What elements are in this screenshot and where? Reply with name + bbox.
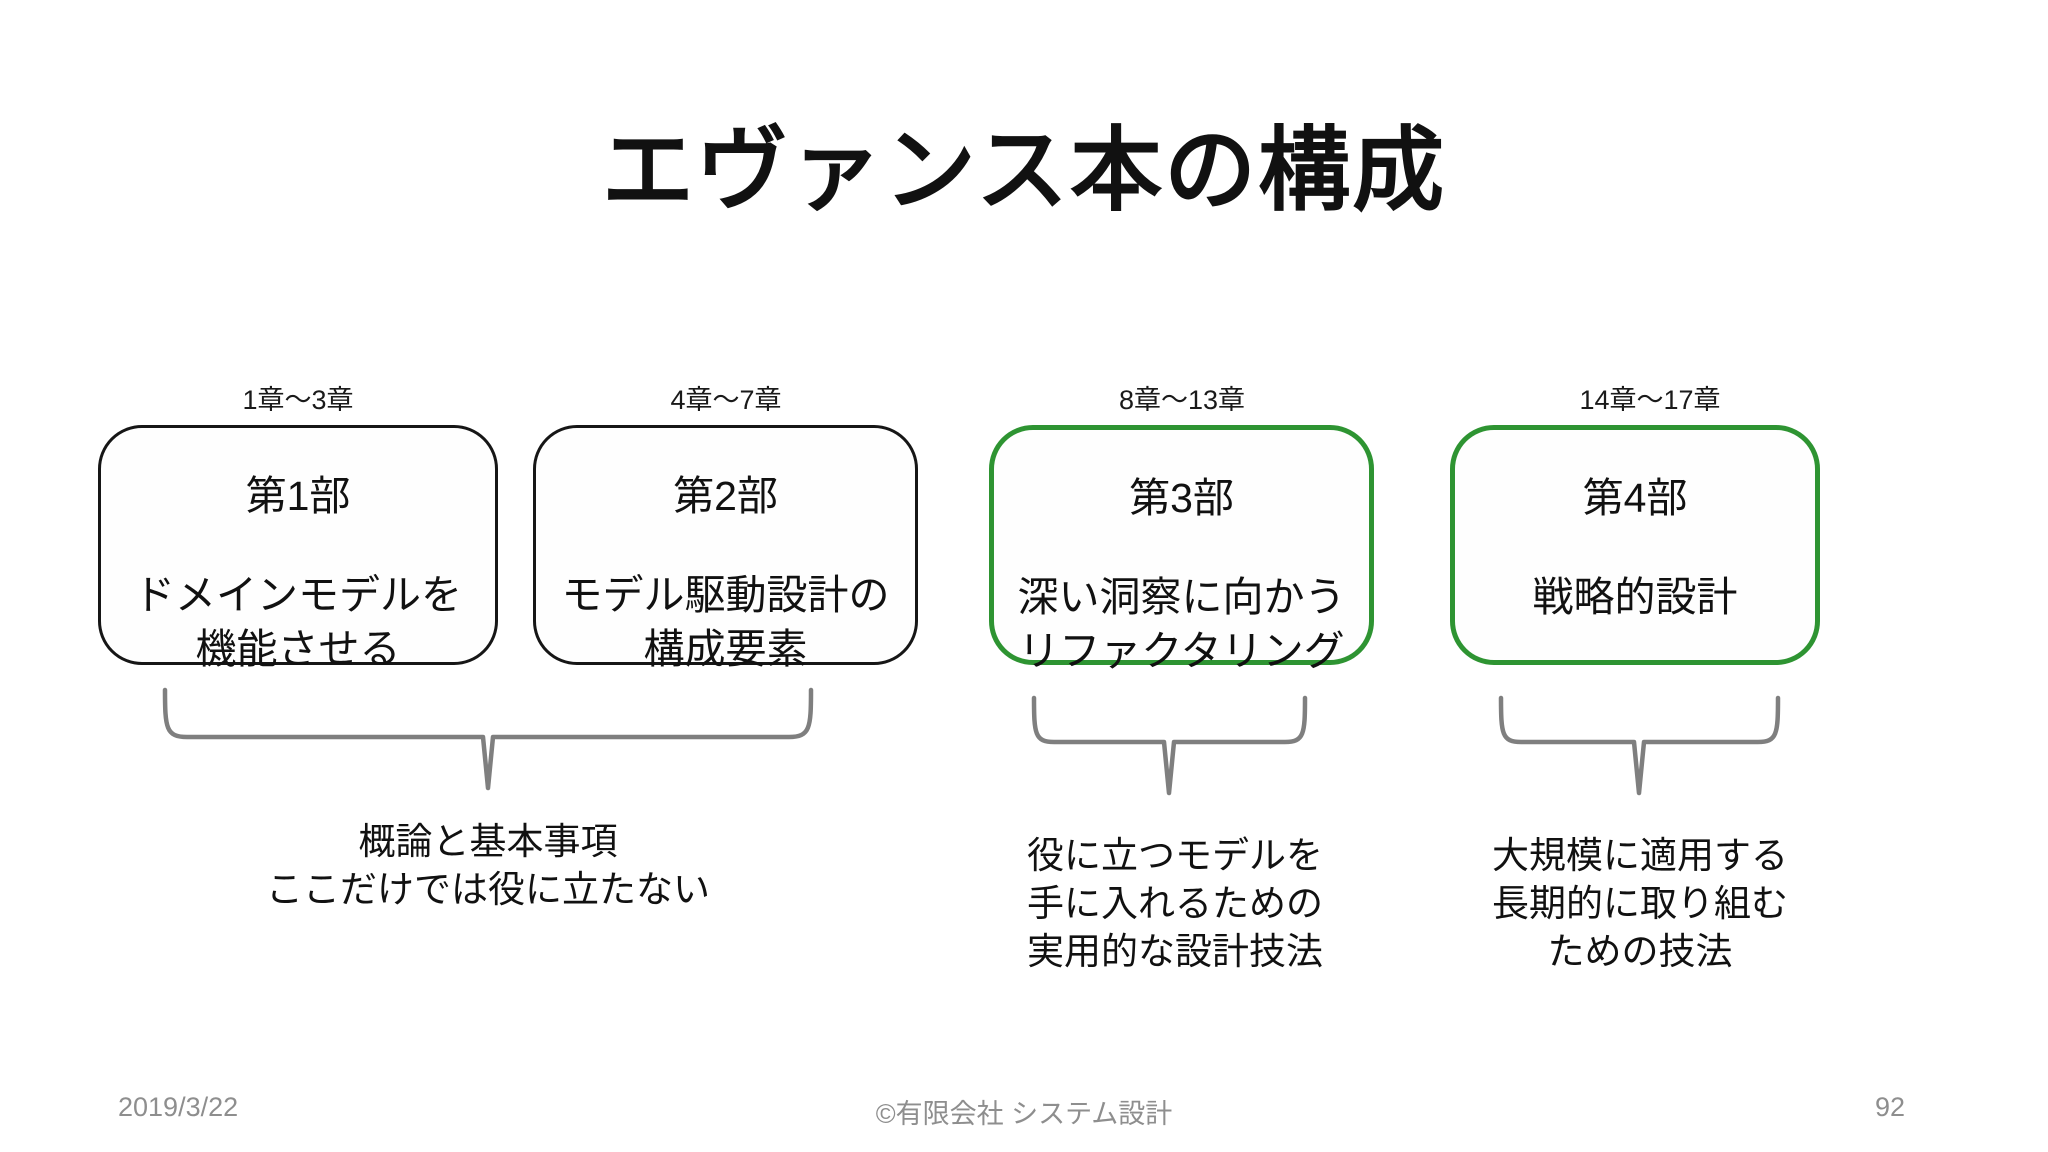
note-part-3: 役に立つモデルを 手に入れるための 実用的な設計技法 <box>1027 832 1323 976</box>
note-1-line-2: ここだけでは役に立たない <box>266 869 710 910</box>
part-2-body-line-2: 構成要素 <box>643 626 808 672</box>
footer-page-number: 92 <box>1874 1092 1905 1122</box>
part-4-body-line-1: 戦略的設計 <box>1532 574 1738 620</box>
note-2-line-2: 手に入れるための <box>1027 883 1323 924</box>
part-box-3: 第3部 深い洞察に向かう リファクタリング <box>989 425 1374 674</box>
note-1-line-1: 概論と基本事項 <box>358 821 618 862</box>
brace-part-3 <box>1031 695 1308 796</box>
part-2-body-line-1: モデル駆動設計の <box>561 572 890 618</box>
brace-part-4 <box>1498 695 1781 796</box>
part-2-body: モデル駆動設計の 構成要素 <box>562 568 890 676</box>
part-1-body-line-2: 機能させる <box>195 626 401 672</box>
part-4-body: 戦略的設計 <box>1533 570 1738 624</box>
chapter-range-part4: 14章〜17章 <box>1579 385 1721 415</box>
part-3-body-line-2: リファクタリング <box>1018 628 1345 674</box>
note-parts-1-2: 概論と基本事項 ここだけでは役に立たない <box>266 818 710 914</box>
chapter-range-part3: 8章〜13章 <box>1118 385 1246 415</box>
note-2-line-1: 役に立つモデルを <box>1027 835 1323 876</box>
part-2-title: 第2部 <box>673 473 778 519</box>
part-box-1: 第1部 ドメインモデルを 機能させる <box>98 425 498 672</box>
part-3-body-line-1: 深い洞察に向かう <box>1017 574 1346 620</box>
note-part-4: 大規模に適用する 長期的に取り組む ための技法 <box>1492 832 1788 976</box>
part-1-body-line-1: ドメインモデルを <box>134 572 462 618</box>
note-3-line-1: 大規模に適用する <box>1492 835 1788 876</box>
part-1-body: ドメインモデルを 機能させる <box>134 568 462 676</box>
brace-parts-1-2 <box>162 687 814 791</box>
part-box-4: 第4部 戦略的設計 <box>1450 425 1820 665</box>
footer-date: 2019/3/22 <box>118 1092 239 1122</box>
part-3-body: 深い洞察に向かう リファクタリング <box>1018 570 1346 678</box>
note-3-line-3: ための技法 <box>1547 931 1733 972</box>
part-1-title: 第1部 <box>245 473 351 519</box>
note-3-line-2: 長期的に取り組む <box>1492 883 1788 924</box>
part-3-title: 第3部 <box>1129 475 1234 521</box>
part-box-2: 第2部 モデル駆動設計の 構成要素 <box>533 425 918 672</box>
note-2-line-3: 実用的な設計技法 <box>1027 931 1323 972</box>
footer-copyright: ©有限会社 システム設計 <box>875 1099 1173 1129</box>
chapter-range-part2: 4章〜7章 <box>670 385 782 415</box>
slide-title: エヴァンス本の構成 <box>601 120 1447 222</box>
chapter-range-part1: 1章〜3章 <box>242 385 354 415</box>
part-4-title: 第4部 <box>1582 475 1688 521</box>
